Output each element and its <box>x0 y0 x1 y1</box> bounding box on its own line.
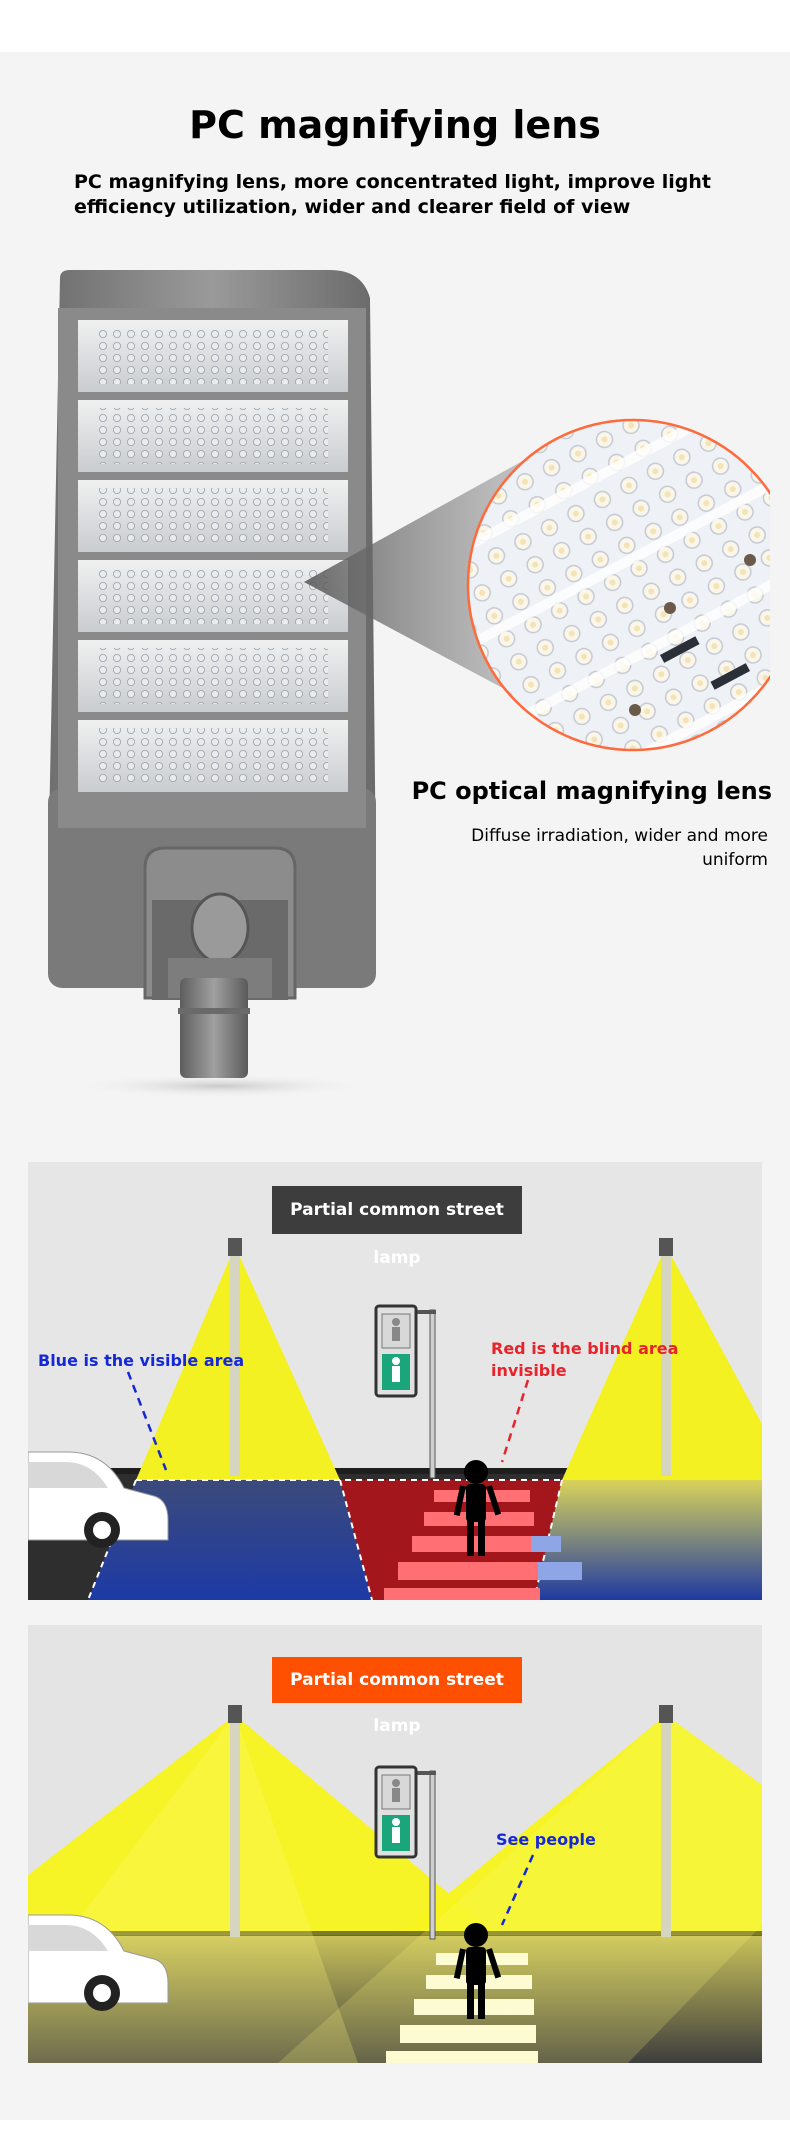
pedestrian-silhouette-icon <box>453 1923 502 2019</box>
blind-area-label: Red is the blind area invisible <box>491 1339 679 1380</box>
scene-full-lighting: Partial common street lamp See people <box>28 1625 762 2063</box>
page-title: PC magnifying lens <box>189 103 601 147</box>
car-icon <box>28 1914 169 2011</box>
scene-full-illustration <box>28 1625 762 2063</box>
wide-light-cone-left <box>28 1715 508 1943</box>
lens-magnifier <box>304 418 770 752</box>
scene-partial-badge: Partial common street lamp <box>272 1186 522 1268</box>
scene-full-badge: Partial common street lamp <box>272 1657 522 1736</box>
car-icon <box>28 1451 169 1548</box>
see-people-label: See people <box>496 1830 596 1849</box>
visible-area-right <box>534 1480 762 1600</box>
lens-callout-description: Diffuse irradiation, wider and more unif… <box>471 826 768 870</box>
lens-callout-title: PC optical magnifying lens <box>411 777 772 805</box>
scene-partial-illustration <box>28 1162 762 1600</box>
bottom-margin <box>0 2120 790 2150</box>
top-margin <box>0 0 790 52</box>
page-subtitle: PC magnifying lens, more concentrated li… <box>74 171 711 218</box>
pedestrian-silhouette-icon <box>453 1460 502 1556</box>
scene-partial-lighting: Partial common street lamp Blue is the v… <box>28 1162 762 1600</box>
visible-area-label: Blue is the visible area <box>38 1351 245 1370</box>
street-lamp-product-image <box>48 270 376 1098</box>
